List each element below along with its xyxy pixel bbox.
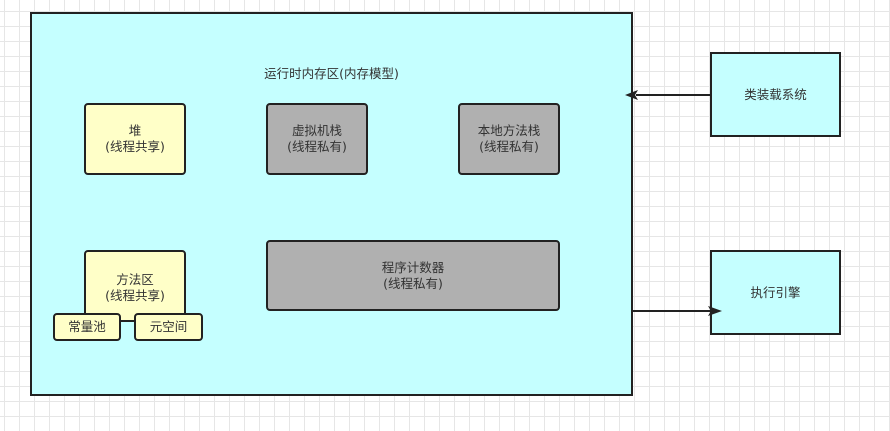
metaspace-label: 元空间 xyxy=(149,319,188,334)
vm-stack-scope: (线程私有) xyxy=(287,139,347,154)
vm-stack-node[interactable]: 虚拟机栈 (线程私有) xyxy=(266,103,368,175)
arrow-head-icon xyxy=(625,90,638,100)
execution-engine-label: 执行引擎 xyxy=(750,284,801,300)
arrow-head-icon xyxy=(708,306,722,316)
heap-node[interactable]: 堆 (线程共享) xyxy=(84,103,186,175)
runtime-memory-area-title: 运行时内存区(内存模型) xyxy=(264,66,399,81)
native-method-stack-scope: (线程私有) xyxy=(479,139,539,154)
program-counter-scope: (线程私有) xyxy=(383,275,443,291)
method-area-scope: (线程共享) xyxy=(105,288,165,303)
heap-scope: (线程共享) xyxy=(105,139,165,154)
native-method-stack-label: 本地方法栈 xyxy=(477,123,541,138)
execution-engine-node[interactable]: 执行引擎 xyxy=(710,250,841,335)
program-counter-label: 程序计数器 xyxy=(381,259,445,275)
constant-pool-label: 常量池 xyxy=(68,319,106,334)
vm-stack-label: 虚拟机栈 xyxy=(291,123,342,138)
heap-label: 堆 xyxy=(128,123,142,138)
method-area-node[interactable]: 方法区 (线程共享) xyxy=(84,250,186,322)
metaspace-node[interactable]: 元空间 xyxy=(134,313,203,341)
arrow-runtime-to-execution-engine xyxy=(633,306,722,316)
class-loader-node[interactable]: 类装载系统 xyxy=(710,52,841,137)
runtime-memory-area[interactable] xyxy=(30,12,633,396)
program-counter-node[interactable]: 程序计数器 (线程私有) xyxy=(266,240,560,311)
native-method-stack-node[interactable]: 本地方法栈 (线程私有) xyxy=(458,103,560,175)
constant-pool-node[interactable]: 常量池 xyxy=(53,313,121,341)
class-loader-label: 类装载系统 xyxy=(744,86,807,102)
method-area-label: 方法区 xyxy=(116,272,154,287)
arrow-class-loader-to-runtime xyxy=(625,90,710,100)
